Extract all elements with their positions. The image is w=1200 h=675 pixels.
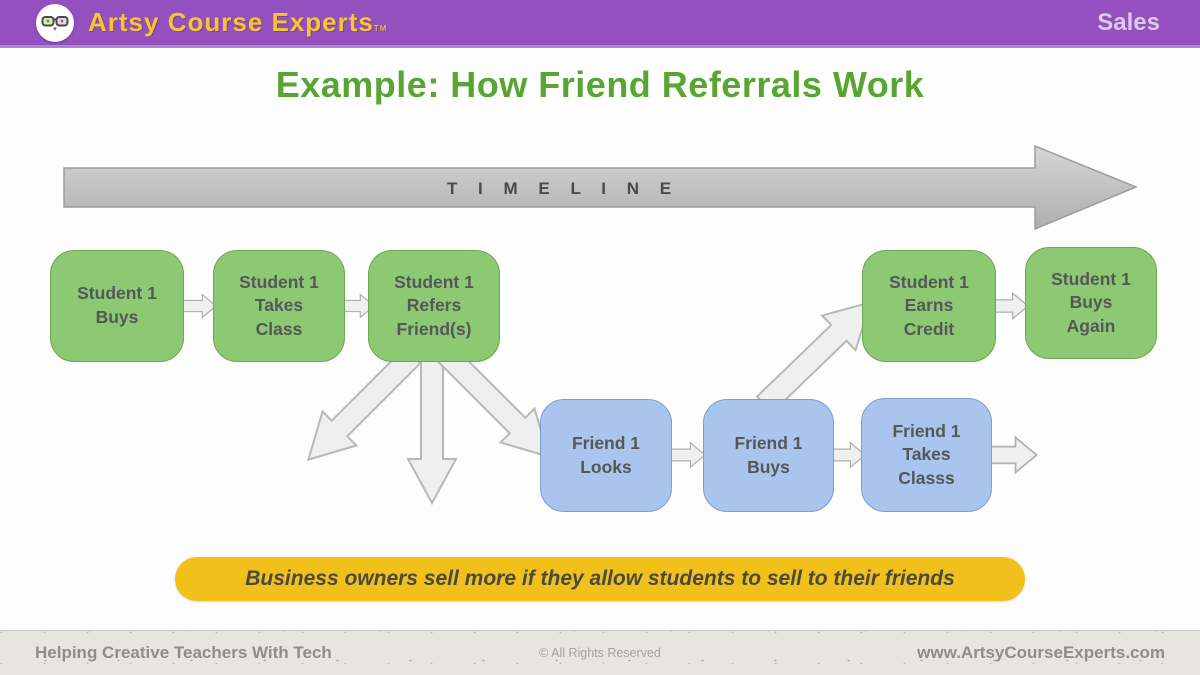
header-bar: Artsy Course ExpertsTM Sales <box>0 0 1200 48</box>
section-label: Sales <box>1097 9 1160 36</box>
step-student-takes-class: Student 1 Takes Class <box>213 250 345 362</box>
timeline-label: T I M E L I N E <box>446 179 680 198</box>
step-student-buys-again: Student 1 Buys Again <box>1025 247 1157 359</box>
brand-name: Artsy Course ExpertsTM <box>88 7 387 38</box>
footer-bar: Helping Creative Teachers With Tech © Al… <box>0 630 1200 675</box>
step-student-buys: Student 1 Buys <box>50 250 184 362</box>
owl-logo-icon <box>36 4 74 42</box>
timeline-arrow: T I M E L I N E <box>63 145 1138 230</box>
flow-arrow-right <box>183 293 217 319</box>
flow-arrow-down-right <box>435 343 551 459</box>
brand-text: Artsy Course Experts <box>88 7 374 37</box>
flow-arrow-right <box>991 291 1029 321</box>
step-friend-looks: Friend 1 Looks <box>540 399 672 512</box>
footer-website: www.ArtsyCourseExperts.com <box>917 643 1165 662</box>
flow-arrow-exit <box>986 435 1038 475</box>
trademark-mark: TM <box>373 24 388 33</box>
flow-arrow-down <box>406 355 458 505</box>
footer-copyright: © All Rights Reserved <box>539 646 661 660</box>
step-student-refers-friends: Student 1 Refers Friend(s) <box>368 250 500 362</box>
timeline-arrow-shape <box>63 145 1138 230</box>
footer-tagline: Helping Creative Teachers With Tech <box>35 643 332 662</box>
takeaway-banner: Business owners sell more if they allow … <box>175 557 1025 601</box>
step-friend-buys: Friend 1 Buys <box>703 399 834 512</box>
step-student-earns-credit: Student 1 Earns Credit <box>862 250 996 362</box>
flow-arrow-right <box>670 441 706 469</box>
step-friend-takes-class: Friend 1 Takes Classs <box>861 398 992 512</box>
slide-title: Example: How Friend Referrals Work <box>275 64 925 105</box>
